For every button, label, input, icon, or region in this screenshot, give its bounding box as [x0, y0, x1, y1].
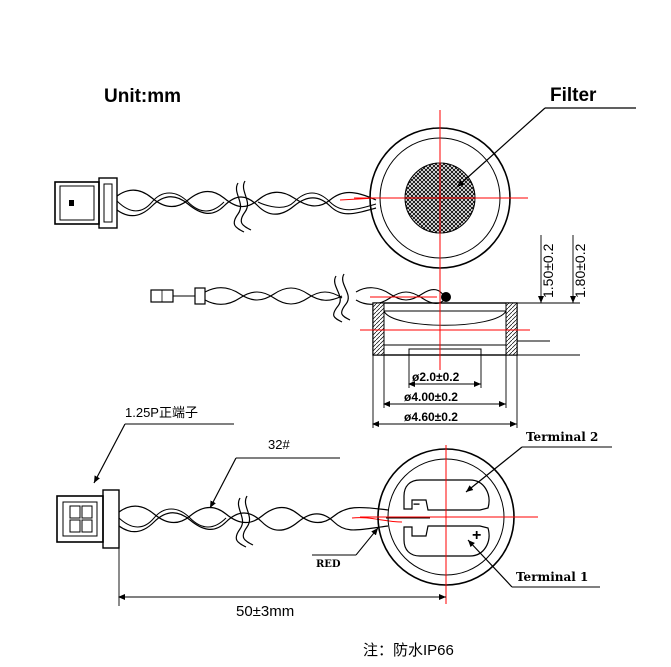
terminal-2-pad [403, 479, 490, 511]
length-dim: 50±3mm [236, 603, 294, 620]
top-twisted-wire [116, 180, 377, 233]
waterproof-note: 注：防水IP66 [363, 642, 454, 659]
top-connector [54, 177, 118, 229]
dim-d1: ø2.0±0.2 [412, 370, 460, 384]
dim-d3: ø4.60±0.2 [404, 410, 458, 424]
red-wire-label: RED [316, 559, 341, 570]
minus-sign: − [413, 497, 420, 511]
terminal-2-label: Terminal 2 [526, 430, 598, 444]
connector-label: 1.25P正端子 [125, 405, 198, 420]
side-view: 1.50±0.2 1.80±0.2 ø2.0±0.2 ø4.00±0.2 ø4.… [150, 235, 588, 428]
side-twisted-wire [204, 273, 445, 323]
dim-depth-inner: 1.50±0.2 [540, 243, 556, 298]
dim-depth-outer: 1.80±0.2 [572, 243, 588, 298]
terminal-1-pad [403, 525, 490, 557]
bottom-twisted-wire [118, 495, 403, 548]
bottom-connector [56, 489, 120, 549]
filter-label: Filter [550, 85, 597, 106]
top-view: Filter [54, 85, 636, 285]
terminal-1-label: Terminal 1 [516, 570, 588, 584]
plus-sign: + [472, 527, 481, 544]
unit-title: Unit:mm [104, 86, 181, 107]
dim-d2: ø4.00±0.2 [404, 390, 458, 404]
wire-gauge-label: 32# [268, 437, 290, 452]
bottom-view: 1.25P正端子 32# RED − + Term [56, 405, 612, 620]
